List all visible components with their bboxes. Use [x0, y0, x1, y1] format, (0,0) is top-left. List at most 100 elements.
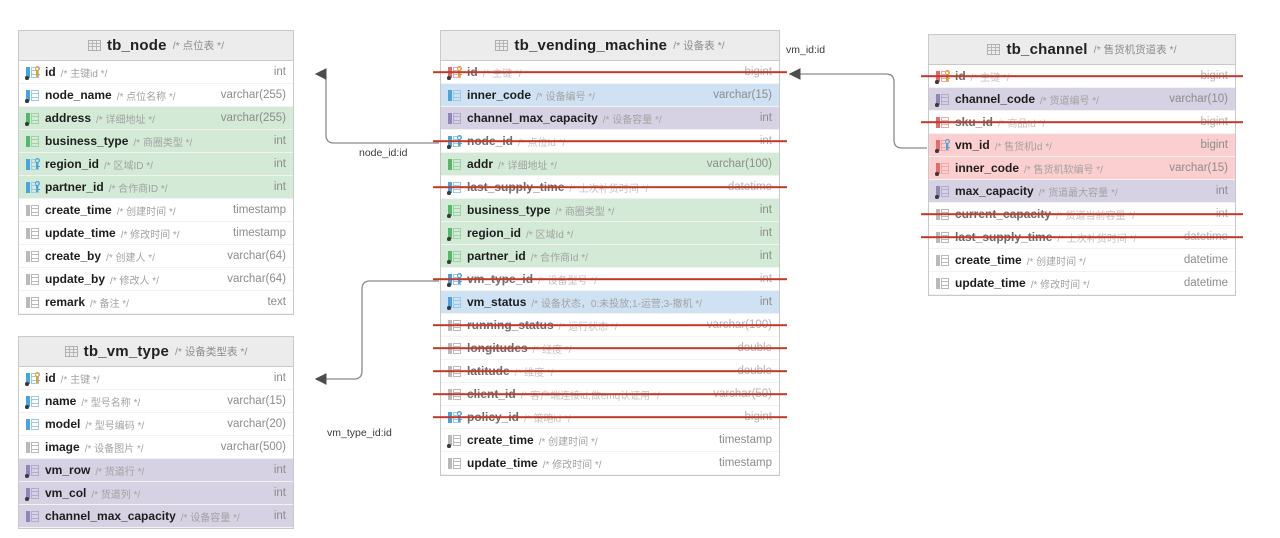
column-row[interactable]: addr/* 详细地址 */varchar(100) [441, 153, 779, 176]
column-comment: /* 点位名称 */ [116, 91, 176, 103]
column-row[interactable]: vm_type_id/* 设备型号 */int [433, 268, 787, 291]
column-icon [447, 204, 462, 218]
column-name: create_time [45, 203, 112, 217]
column-icon [25, 510, 40, 523]
not-null-dot-icon [25, 122, 29, 126]
column-name: longitudes [467, 341, 528, 355]
column-row[interactable]: create_time/* 创建时间 */timestamp [19, 199, 293, 222]
column-row[interactable]: create_time/* 创建时间 */datetime [929, 249, 1235, 272]
column-icon [25, 296, 40, 309]
connector-node-id [314, 68, 439, 144]
column-comment: /* 货道行 */ [95, 466, 145, 478]
fk-column-icon [25, 157, 41, 171]
column-comment: /* 主键 */ [482, 68, 522, 80]
column-row[interactable]: running_status/* 运行状态 */varchar(100) [433, 314, 787, 337]
column-type: double [737, 342, 772, 354]
column-comment: /* 货道最大容量 */ [1038, 187, 1118, 199]
column-comment: /* 售货机软编号 */ [1024, 164, 1103, 176]
primary-key-icon [33, 65, 41, 78]
not-null-dot-icon [935, 80, 939, 84]
column-name: id [45, 371, 56, 385]
not-null-dot-icon [447, 283, 451, 287]
table-header-tb_vending_machine[interactable]: tb_vending_machine/* 设备表 */ [441, 31, 779, 61]
column-row[interactable]: channel_max_capacity/* 设备容量 */int [19, 505, 293, 528]
column-row[interactable]: update_time/* 修改时间 */timestamp [441, 452, 779, 475]
column-row[interactable]: address/* 详细地址 */varchar(255) [19, 107, 293, 130]
not-null-dot-icon [935, 195, 939, 199]
column-comment: /* 修改时间 */ [542, 459, 602, 471]
not-null-dot-icon [25, 405, 29, 409]
column-name: partner_id [45, 180, 104, 194]
column-row[interactable]: region_id/* 区域ID */int [19, 153, 293, 176]
column-row[interactable]: node_id/* 点位Id */int [433, 130, 787, 153]
column-type: int [759, 135, 772, 147]
fk-column-icon [447, 134, 463, 149]
column-row[interactable]: business_type/* 商圈类型 */int [19, 130, 293, 153]
column-comment: /* 创建时间 */ [1026, 256, 1086, 268]
column-icon [935, 277, 950, 290]
table-header-tb_vm_type[interactable]: tb_vm_type/* 设备类型表 */ [19, 337, 293, 367]
column-row[interactable]: policy_id/* 策略id */bigint [433, 406, 787, 429]
column-name: inner_code [955, 161, 1020, 175]
column-row[interactable]: vm_col/* 货道列 */int [19, 482, 293, 505]
column-row[interactable]: last_supply_time/* 上次补货时间 */datetime [921, 226, 1243, 249]
table-header-tb_channel[interactable]: tb_channel/* 售货机货道表 */ [929, 35, 1235, 65]
not-null-dot-icon [25, 76, 29, 80]
column-row[interactable]: vm_status/* 设备状态，0:未投放;1-运营;3-撤机 */int [441, 291, 779, 314]
column-row[interactable]: business_type/* 商圈类型 */int [441, 199, 779, 222]
column-row[interactable]: name/* 型号名称 */varchar(15) [19, 390, 293, 413]
column-row[interactable]: model/* 型号编码 */varchar(20) [19, 413, 293, 436]
fk-column-icon [935, 138, 951, 153]
column-row[interactable]: id/* 主键id */int [19, 61, 293, 84]
column-row[interactable]: longitudes/* 经度 */double [433, 337, 787, 360]
column-comment: /* 创建人 */ [106, 252, 155, 264]
column-name: vm_status [467, 295, 527, 309]
column-row[interactable]: update_time/* 修改时间 */timestamp [19, 222, 293, 245]
column-comment: /* 售货机Id */ [994, 141, 1052, 153]
foreign-key-icon [455, 272, 463, 285]
column-row[interactable]: region_id/* 区域Id */int [441, 222, 779, 245]
column-name: update_time [955, 276, 1026, 290]
connector-vm-id [788, 68, 927, 149]
column-row[interactable]: id/* 主键 */bigint [921, 65, 1243, 88]
column-row[interactable]: last_supply_time/* 上次补货时间 */datetime [433, 176, 787, 199]
column-row[interactable]: create_by/* 创建人 */varchar(64) [19, 245, 293, 268]
column-row[interactable]: sku_id/* 商品Id */bigint [921, 111, 1243, 134]
column-row[interactable]: latitude/* 维度 */double [433, 360, 787, 383]
table-comment: /* 设备表 */ [673, 40, 725, 52]
column-row[interactable]: create_time/* 创建时间 */timestamp [441, 429, 779, 452]
table-tb_vending_machine[interactable]: tb_vending_machine/* 设备表 */id/* 主键 */big… [433, 30, 787, 476]
column-row[interactable]: vm_row/* 货道行 */int [19, 459, 293, 482]
column-row[interactable]: image/* 设备图片 */varchar(500) [19, 436, 293, 459]
column-row[interactable]: channel_max_capacity/* 设备容量 */int [441, 107, 779, 130]
column-name: business_type [467, 203, 551, 217]
column-row[interactable]: vm_id/* 售货机Id */bigint [929, 134, 1235, 157]
column-comment: /* 创建时间 */ [538, 436, 598, 448]
column-row[interactable]: node_name/* 点位名称 */varchar(255) [19, 84, 293, 107]
column-type: int [759, 250, 772, 262]
column-comment: /* 客户端连接id,做emq认证用 */ [520, 390, 660, 402]
column-row[interactable]: inner_code/* 设备编号 */varchar(15) [441, 84, 779, 107]
relationship-label-vm-type-id: vm_type_id:id [327, 427, 392, 439]
column-name: create_time [467, 433, 534, 447]
column-row[interactable]: channel_code/* 货道编号 */varchar(10) [929, 88, 1235, 111]
column-row[interactable]: update_by/* 修改人 */varchar(64) [19, 268, 293, 291]
column-row[interactable]: client_id/* 客户端连接id,做emq认证用 */varchar(50… [433, 383, 787, 406]
column-row[interactable]: current_capacity/* 货道当前容量 */int [921, 203, 1243, 226]
table-header-tb_node[interactable]: tb_node/* 点位表 */ [19, 31, 293, 61]
column-row[interactable]: id/* 主键 */bigint [433, 61, 787, 84]
column-row[interactable]: partner_id/* 合作商Id */int [441, 245, 779, 268]
column-name: running_status [467, 318, 554, 332]
column-row[interactable]: inner_code/* 售货机软编号 */varchar(15) [929, 157, 1235, 180]
column-row[interactable]: update_time/* 修改时间 */datetime [929, 272, 1235, 295]
column-name: last_supply_time [955, 230, 1053, 244]
column-row[interactable]: id/* 主键 */int [19, 367, 293, 390]
column-row[interactable]: partner_id/* 合作商ID */int [19, 176, 293, 199]
column-row[interactable]: max_capacity/* 货道最大容量 */int [929, 180, 1235, 203]
column-row[interactable]: remark/* 备注 */text [19, 291, 293, 314]
primary-key-icon [455, 65, 463, 78]
column-icon [447, 342, 462, 355]
